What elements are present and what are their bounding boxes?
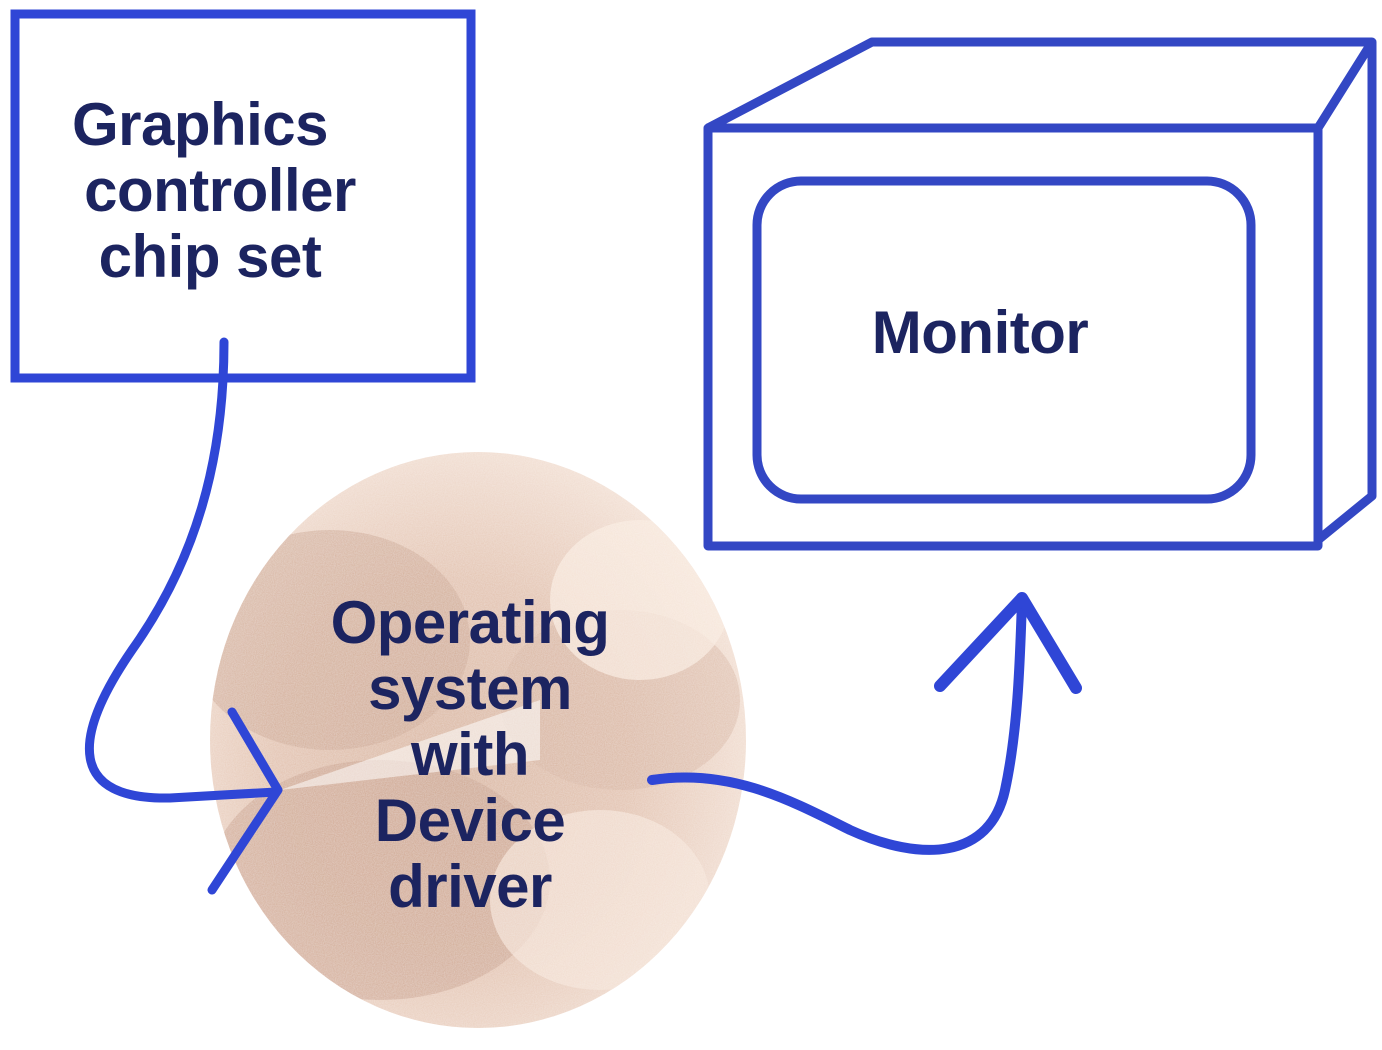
graphics-box: [10, 9, 476, 383]
arrowhead-os: [207, 707, 283, 895]
monitor-top-face: [705, 37, 1377, 132]
arrow-os-to-monitor: [647, 592, 1082, 855]
operating-system-label: Operating system with Device driver: [300, 590, 640, 920]
monitor-label: Monitor: [830, 300, 1130, 366]
graphics-controller-label: Graphics controller chip set: [40, 92, 380, 290]
monitor-screen: [752, 176, 1256, 504]
graphics-label-line-1: Graphics: [71, 91, 329, 158]
arrowhead-monitor: [934, 592, 1082, 694]
monitor-shape: [703, 37, 1377, 551]
monitor-side-face: [1315, 42, 1377, 544]
os-label-line-4: Device: [374, 787, 566, 854]
monitor-label-text: Monitor: [871, 299, 1089, 366]
os-label-line-3: with: [411, 721, 529, 788]
os-label-line-2: system: [368, 655, 572, 722]
arrow-graphics-to-os: [85, 337, 283, 895]
monitor-front-face: [703, 123, 1323, 551]
os-blob: [210, 452, 746, 1028]
graphics-label-line-3: chip set: [98, 223, 322, 290]
os-label-line-5: driver: [388, 853, 552, 920]
os-label-line-1: Operating: [330, 589, 610, 656]
graphics-label-line-2: controller: [84, 157, 356, 224]
